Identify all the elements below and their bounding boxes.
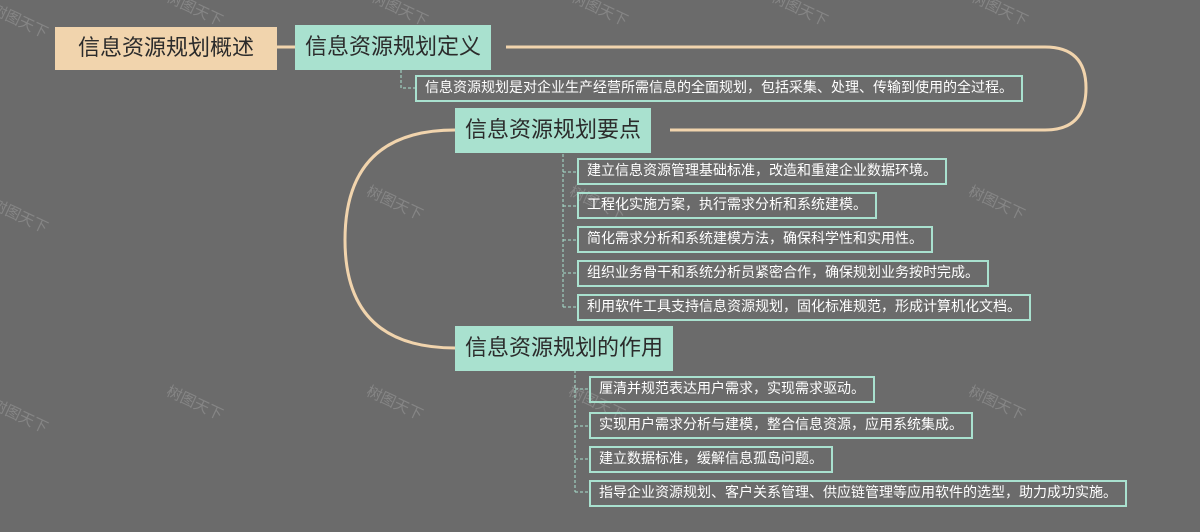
leaf-function-4[interactable]: 指导企业资源规划、客户关系管理、供应链管理等应用软件的选型，助力成功实施。 xyxy=(589,480,1127,507)
leaf-key-point-2[interactable]: 工程化实施方案，执行需求分析和系统建模。 xyxy=(577,192,877,219)
leaf-key-point-5[interactable]: 利用软件工具支持信息资源规划，固化标准规范，形成计算机化文档。 xyxy=(577,294,1031,321)
branch-key-points[interactable]: 信息资源规划要点 xyxy=(455,108,652,153)
bracket-branch2 xyxy=(562,154,577,308)
leaf-key-point-3[interactable]: 简化需求分析和系统建模方法，确保科学性和实用性。 xyxy=(577,226,933,253)
leaf-key-point-1[interactable]: 建立信息资源管理基础标准，改造和重建企业数据环境。 xyxy=(577,158,947,185)
bracket-branch3 xyxy=(574,370,589,493)
root-topic[interactable]: 信息资源规划概述 xyxy=(55,27,277,70)
leaf-key-point-4[interactable]: 组织业务骨干和系统分析员紧密合作，确保规划业务按时完成。 xyxy=(577,260,989,287)
leaf-function-1[interactable]: 厘清并规范表达用户需求，实现需求驱动。 xyxy=(589,376,875,403)
branch-definition[interactable]: 信息资源规划定义 xyxy=(295,25,492,70)
connector-loop-branch2 xyxy=(506,45,1088,132)
branch-functions[interactable]: 信息资源规划的作用 xyxy=(455,326,674,371)
leaf-definition-1[interactable]: 信息资源规划是对企业生产经营所需信息的全面规划，包括采集、处理、传输到使用的全过… xyxy=(415,75,1023,102)
bracket-branch1 xyxy=(400,70,415,89)
leaf-function-3[interactable]: 建立数据标准，缓解信息孤岛问题。 xyxy=(589,446,833,473)
connector-arc-branch3 xyxy=(343,128,456,350)
leaf-function-2[interactable]: 实现用户需求分析与建模，整合信息资源，应用系统集成。 xyxy=(589,412,973,439)
